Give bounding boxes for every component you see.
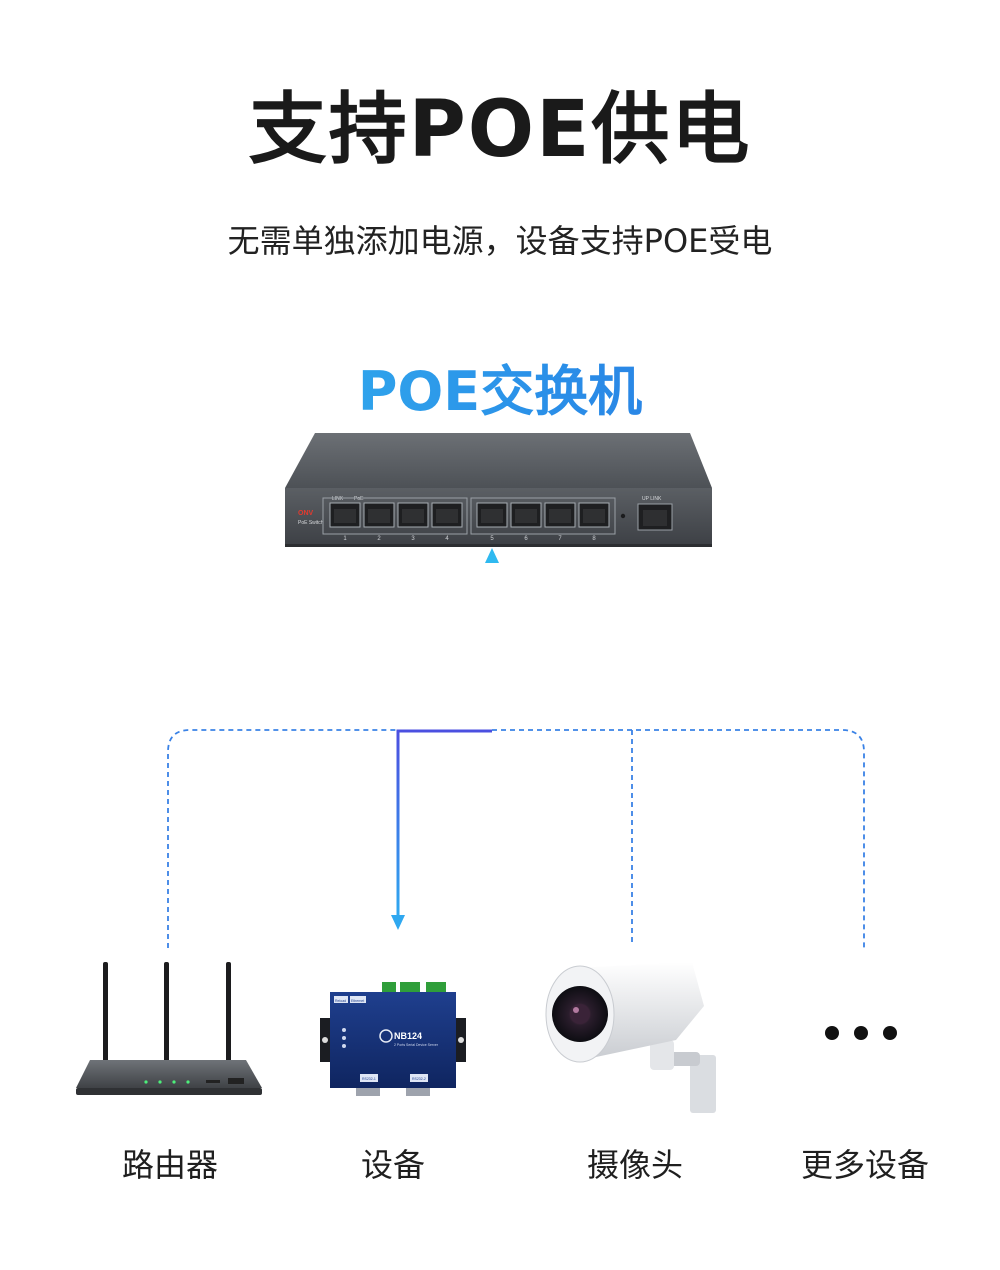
- device-label: 设备: [360, 1146, 425, 1184]
- uplink-arrow: [485, 548, 499, 732]
- switch-port-number: 8: [592, 536, 596, 542]
- switch-port-socket: [368, 509, 390, 523]
- device-tag-reload: Reload: [335, 999, 346, 1003]
- switch-port-number: 6: [524, 536, 528, 542]
- switch-port-socket: [402, 509, 424, 523]
- page-title: 支持POE供电: [248, 85, 752, 175]
- page-subtitle: 无需单独添加电源，设备支持POE受电: [227, 222, 773, 260]
- switch-port-socket: [583, 509, 605, 523]
- switch-port-number: 2: [377, 536, 381, 542]
- switch-port-socket: [334, 509, 356, 523]
- switch-port-socket: [549, 509, 571, 523]
- more-devices-dots: [825, 1026, 897, 1040]
- switch-link-label: LINK: [332, 496, 344, 502]
- switch-port-socket: [481, 509, 503, 523]
- switch-port-number: 5: [490, 536, 494, 542]
- router-image: [76, 962, 262, 1095]
- camera-label: 摄像头: [586, 1146, 683, 1184]
- router-label: 路由器: [121, 1146, 218, 1184]
- distribution-lines: [167, 729, 865, 948]
- switch-brand: ONV: [298, 510, 314, 517]
- switch-uplink-label: UP LINK: [642, 496, 662, 502]
- switch-title: POE交换机: [0, 362, 1000, 422]
- device-tag-ethernet: Ethernet: [351, 999, 364, 1003]
- switch-port-socket: [515, 509, 537, 523]
- device-model: NB124: [394, 1031, 422, 1041]
- device-port-label-2: RS232-2: [412, 1077, 426, 1081]
- device-caption: 2 Ports Serial Device Server: [394, 1043, 439, 1047]
- switch-port-number: 4: [445, 536, 449, 542]
- nb124-device-image: Reload Ethernet NB124 2 Ports Serial Dev…: [320, 982, 466, 1096]
- switch-top: [285, 433, 712, 488]
- switch-port-number: 7: [558, 536, 562, 542]
- device-port-label-1: RS232-1: [362, 1077, 376, 1081]
- more-devices-label: 更多设备: [800, 1146, 929, 1184]
- more-link-line: [492, 729, 865, 948]
- switch-port-number: 1: [343, 536, 347, 542]
- router-link-line: [167, 729, 398, 948]
- switch-port-number: 3: [411, 536, 415, 542]
- switch-port-socket: [436, 509, 458, 523]
- switch-poe-label: PoE: [354, 496, 364, 502]
- camera-image: [545, 962, 716, 1113]
- switch-panel-label: PoE Switch: [298, 520, 324, 526]
- switch-ports: 1 2 3 4 5 6 7 8: [329, 502, 610, 542]
- poe-switch: ONV PoE Switch LINK PoE UP LINK 1 2 3 4 5 6 7 8: [285, 433, 712, 547]
- device-arrow: [391, 729, 492, 930]
